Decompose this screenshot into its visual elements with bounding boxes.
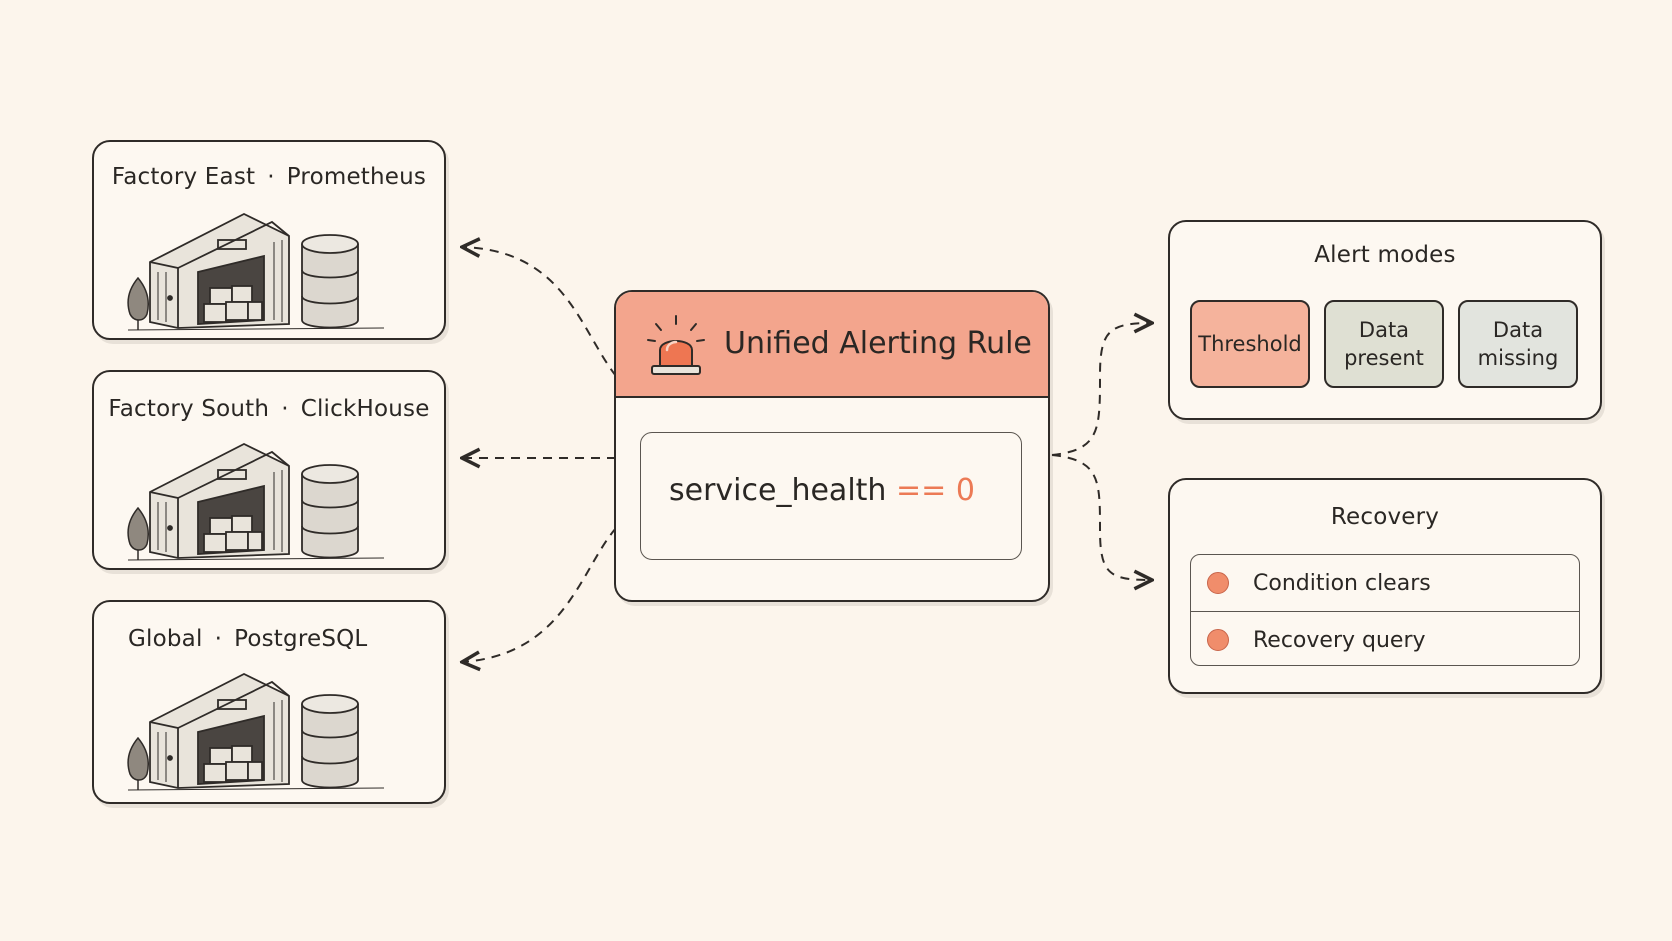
mode-label: Threshold: [1198, 332, 1302, 356]
warehouse-scene: [127, 212, 385, 331]
separator-dot: ·: [214, 626, 223, 652]
source-name: Factory South: [108, 396, 270, 422]
expression-metric: service_health: [669, 473, 887, 508]
warehouse-icon: [149, 212, 290, 329]
source-title: Factory South · ClickHouse: [94, 396, 444, 422]
source-name: Global: [128, 626, 203, 652]
mode-data-missing: Data missing: [1458, 300, 1578, 388]
rule-expression: service_health == 0: [669, 473, 975, 508]
status-dot: [1207, 572, 1229, 594]
source-card-factory-south: Factory South · ClickHouse: [92, 370, 446, 570]
source-name: Factory East: [111, 164, 256, 190]
mode-label-line2: present: [1344, 346, 1424, 370]
warehouse-scene: [127, 442, 385, 561]
alarm-siren-icon: [647, 315, 705, 375]
alerting-rule-card: Unified Alerting Rule service_health == …: [614, 290, 1050, 602]
mode-label-line2: missing: [1477, 346, 1559, 370]
tree-icon: [127, 736, 150, 790]
arrow-to-global: [462, 527, 617, 662]
arrow-to-alert-modes: [1051, 323, 1152, 456]
recovery-title: Recovery: [1330, 504, 1440, 530]
warehouse-scene: [127, 672, 385, 791]
source-title: Factory East · Prometheus: [94, 164, 444, 190]
arrow-to-factory-east: [462, 247, 617, 377]
separator-dot: ·: [267, 164, 275, 190]
source-datasource: PostgreSQL: [234, 626, 368, 652]
source-card-global: Global · PostgreSQL: [92, 600, 446, 804]
status-dot: [1207, 629, 1229, 651]
expression-operator: ==: [895, 473, 947, 508]
tree-icon: [127, 276, 150, 330]
expression-value: 0: [955, 473, 975, 508]
arrow-to-recovery: [1051, 454, 1152, 580]
mode-label-line1: Data: [1492, 318, 1544, 342]
mode-data-present: Data present: [1324, 300, 1444, 388]
warehouse-icon: [149, 672, 290, 789]
separator-dot: ·: [281, 396, 289, 422]
alert-modes-title: Alert modes: [1314, 242, 1456, 268]
recovery-item-recovery-query: Recovery query: [1191, 611, 1579, 668]
recovery-item-label: Recovery query: [1253, 627, 1426, 653]
source-datasource: Prometheus: [286, 164, 427, 190]
alerting-rule-header: Unified Alerting Rule: [616, 292, 1048, 398]
source-card-factory-east: Factory East · Prometheus: [92, 140, 446, 340]
recovery-item-label: Condition clears: [1253, 570, 1431, 596]
alerting-rule-title: Unified Alerting Rule: [724, 326, 1032, 361]
warehouse-icon: [149, 442, 290, 559]
rule-expression-box: service_health == 0: [640, 432, 1022, 560]
database-icon: [301, 464, 359, 559]
database-icon: [301, 234, 359, 329]
source-datasource: ClickHouse: [300, 396, 430, 422]
recovery-list: Condition clears Recovery query: [1190, 554, 1580, 666]
alert-modes-card: Alert modes Threshold Data present Data mi…: [1168, 220, 1602, 420]
source-title: Global · PostgreSQL: [94, 626, 444, 652]
recovery-item-condition-clears: Condition clears: [1191, 555, 1579, 611]
recovery-card: Recovery Condition clears Recovery query: [1168, 478, 1602, 694]
mode-threshold: Threshold: [1190, 300, 1310, 388]
tree-icon: [127, 506, 150, 560]
database-icon: [301, 694, 359, 789]
mode-label-line1: Data: [1358, 318, 1410, 342]
